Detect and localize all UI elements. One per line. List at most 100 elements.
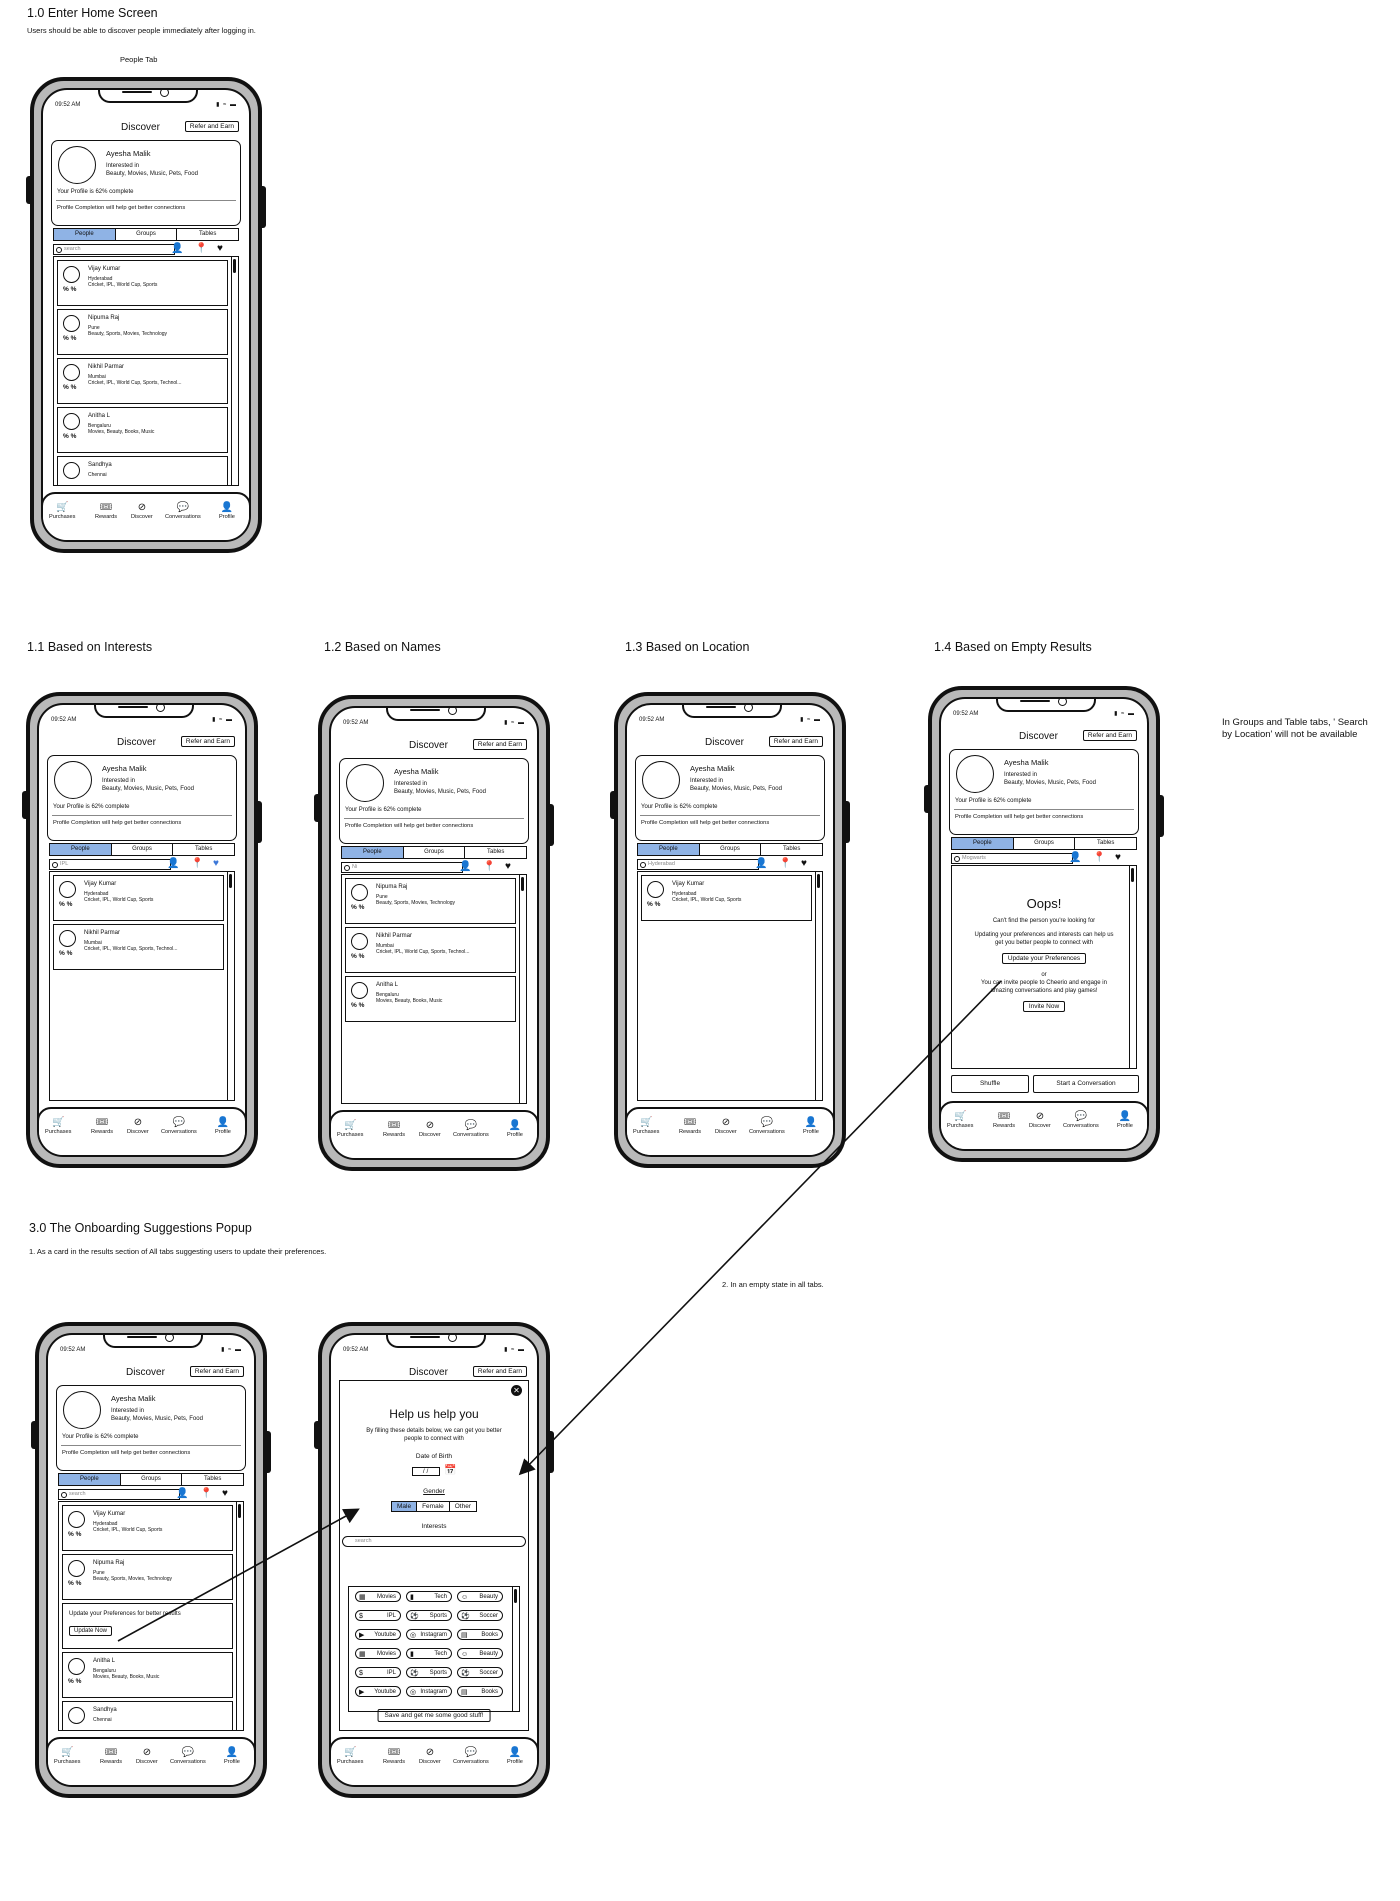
nav-purchases[interactable]: 🛒Purchases [49, 502, 75, 520]
location-pin-icon[interactable]: 📍 [483, 861, 496, 872]
search-input[interactable]: IPL [49, 859, 171, 870]
tab-groups[interactable]: Groups [116, 229, 178, 240]
tab-people[interactable]: People [54, 229, 116, 240]
nav-conversations[interactable]: 💬Conversations [453, 1747, 489, 1765]
chip-books[interactable]: ▤Books [457, 1686, 503, 1697]
chip-youtube[interactable]: ▶Youtube [355, 1629, 401, 1640]
nav-purchases[interactable]: 🛒Purchases [337, 1747, 363, 1765]
chip-ipl[interactable]: $IPL [355, 1667, 401, 1678]
update-preferences-button[interactable]: Update your Preferences [1001, 953, 1087, 964]
shuffle-button[interactable]: Shuffle [951, 1075, 1029, 1093]
person-filter-icon[interactable]: 👤 [755, 858, 768, 869]
scrollbar[interactable] [227, 872, 234, 1100]
chip-ipl[interactable]: $IPL [355, 1610, 401, 1621]
chip-beauty[interactable]: ☺Beauty [457, 1648, 503, 1659]
chip-sports[interactable]: ⚽Sports [406, 1667, 452, 1678]
person-filter-icon[interactable]: 👤 [171, 243, 184, 254]
location-pin-icon[interactable]: 📍 [1093, 852, 1106, 863]
start-conversation-button[interactable]: Start a Conversation [1033, 1075, 1139, 1093]
tab-people[interactable]: People [638, 844, 700, 855]
chip-sports[interactable]: ⚽Sports [406, 1610, 452, 1621]
tab-tables[interactable]: Tables [1097, 840, 1115, 846]
nav-rewards[interactable]: 🎟Rewards [993, 1111, 1015, 1129]
nav-discover[interactable]: ⊘Discover [419, 1747, 441, 1765]
tab-groups[interactable]: Groups [112, 844, 174, 855]
nav-discover[interactable]: ⊘Discover [127, 1117, 149, 1135]
nav-discover[interactable]: ⊘Discover [131, 502, 153, 520]
tab-tables[interactable]: Tables [204, 1476, 222, 1482]
gender-female[interactable]: Female [417, 1502, 450, 1511]
heart-icon[interactable]: ♥ [213, 858, 219, 869]
nav-purchases[interactable]: 🛒Purchases [947, 1111, 973, 1129]
nav-conversations[interactable]: 💬Conversations [1063, 1111, 1099, 1129]
chip-soccer[interactable]: ⚽Soccer [457, 1667, 503, 1678]
gender-other[interactable]: Other [454, 1503, 472, 1510]
chip-movies[interactable]: ▦Movies [355, 1648, 401, 1659]
nav-profile[interactable]: 👤Profile [507, 1120, 523, 1138]
close-icon[interactable]: ✕ [511, 1385, 522, 1396]
nav-purchases[interactable]: 🛒Purchases [633, 1117, 659, 1135]
scrollbar[interactable] [236, 1502, 243, 1730]
search-input[interactable]: Mogwarts [951, 853, 1073, 864]
tab-groups[interactable]: Groups [700, 844, 762, 855]
search-input[interactable]: Ni [341, 862, 463, 873]
nav-profile[interactable]: 👤Profile [215, 1117, 231, 1135]
location-pin-icon[interactable]: 📍 [195, 243, 208, 254]
refer-earn-button[interactable]: Refer and Earn [472, 1366, 527, 1377]
nav-conversations[interactable]: 💬Conversations [161, 1117, 197, 1135]
nav-conversations[interactable]: 💬Conversations [749, 1117, 785, 1135]
tab-groups[interactable]: Groups [1014, 838, 1076, 849]
search-input[interactable]: search [58, 1489, 180, 1500]
tab-people[interactable]: People [50, 844, 112, 855]
scrollbar[interactable] [815, 872, 822, 1100]
nav-conversations[interactable]: 💬Conversations [453, 1120, 489, 1138]
nav-purchases[interactable]: 🛒Purchases [337, 1120, 363, 1138]
update-preferences-card[interactable]: Update your Preferences for better resul… [62, 1603, 233, 1649]
nav-rewards[interactable]: 🎟Rewards [100, 1747, 122, 1765]
refer-earn-button[interactable]: Refer and Earn [184, 121, 239, 132]
chip-instagram[interactable]: ◎Instagram [406, 1629, 452, 1640]
heart-icon[interactable]: ♥ [222, 1488, 228, 1499]
nav-rewards[interactable]: 🎟Rewards [91, 1117, 113, 1135]
dob-input[interactable]: / / [411, 1467, 440, 1476]
nav-rewards[interactable]: 🎟Rewards [383, 1747, 405, 1765]
person-filter-icon[interactable]: 👤 [459, 861, 472, 872]
nav-rewards[interactable]: 🎟Rewards [383, 1120, 405, 1138]
search-input[interactable]: search [53, 244, 175, 255]
nav-profile[interactable]: 👤Profile [1117, 1111, 1133, 1129]
location-pin-icon[interactable]: 📍 [200, 1488, 213, 1499]
refer-earn-button[interactable]: Refer and Earn [768, 736, 823, 747]
refer-earn-button[interactable]: Refer and Earn [472, 739, 527, 750]
nav-profile[interactable]: 👤Profile [224, 1747, 240, 1765]
tab-tables[interactable]: Tables [195, 846, 213, 852]
heart-icon[interactable]: ♥ [1115, 852, 1121, 863]
scrollbar[interactable] [1129, 866, 1136, 1068]
refer-earn-button[interactable]: Refer and Earn [180, 736, 235, 747]
search-input[interactable]: Hyderabad [637, 859, 759, 870]
chip-tech[interactable]: ▮Tech [406, 1591, 452, 1602]
tab-people[interactable]: People [59, 1474, 121, 1485]
nav-profile[interactable]: 👤Profile [507, 1747, 523, 1765]
heart-icon[interactable]: ♥ [801, 858, 807, 869]
calendar-icon[interactable]: 📅 [444, 1465, 457, 1476]
heart-icon[interactable]: ♥ [217, 243, 223, 254]
heart-icon[interactable]: ♥ [505, 861, 511, 872]
tab-tables[interactable]: Tables [487, 849, 505, 855]
nav-profile[interactable]: 👤Profile [219, 502, 235, 520]
